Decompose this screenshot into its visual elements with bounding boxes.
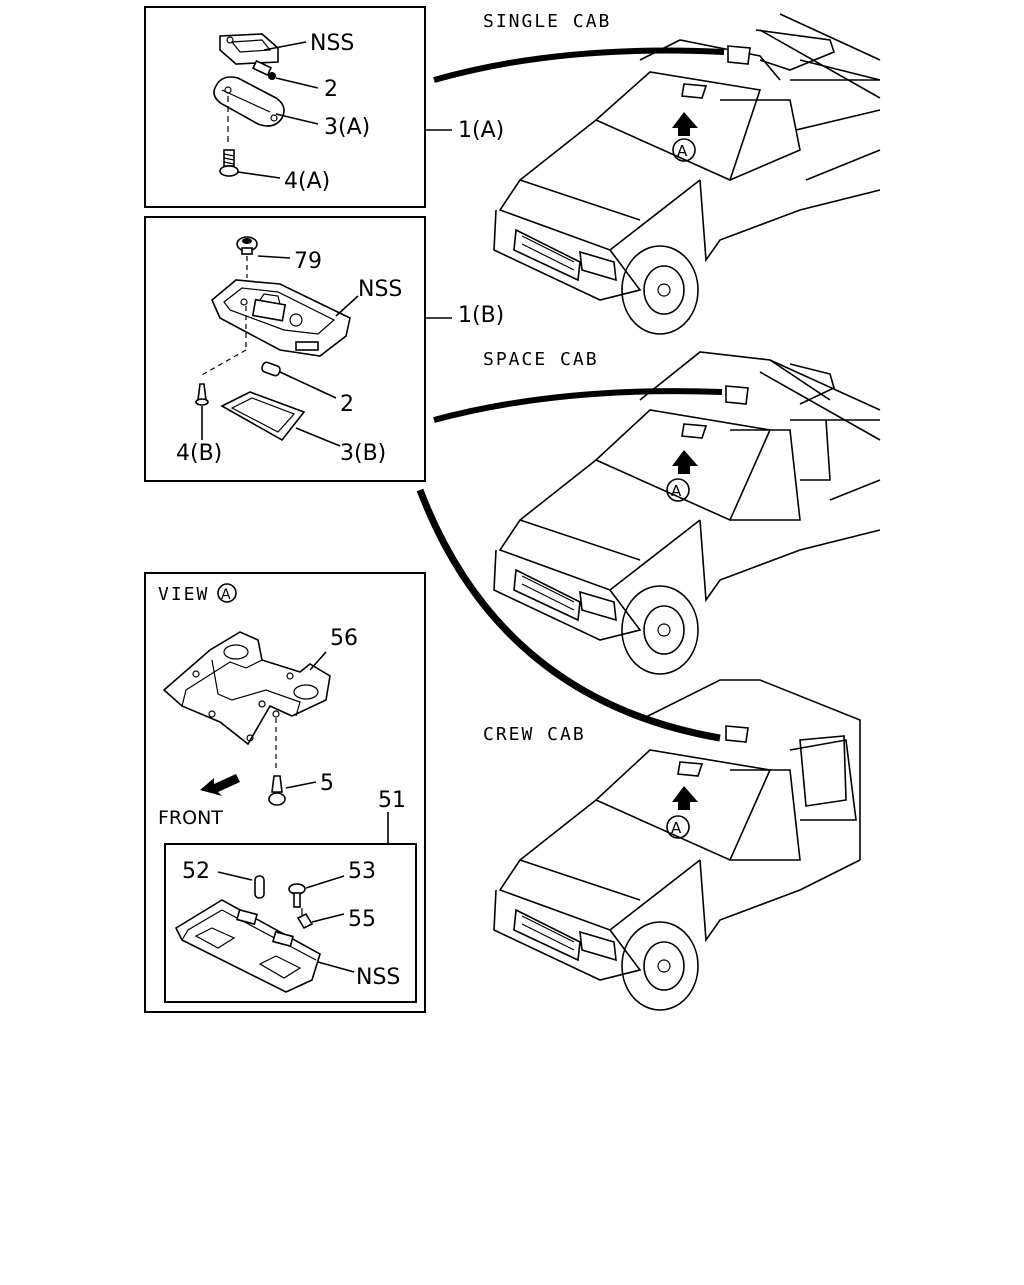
view-a-bracket	[162, 631, 331, 746]
crew-cab-lamp-marker	[725, 725, 749, 743]
view-a-lamp-housing	[174, 899, 321, 993]
view-a-label-bulb: 52	[182, 859, 210, 884]
view-a-label-nss: NSS	[356, 965, 400, 990]
panel-b-label-lens: 3(B)	[340, 441, 386, 466]
panel-b-housing	[211, 279, 351, 357]
vehicle-single-cab-body: A	[493, 13, 881, 335]
view-a-screw	[268, 775, 286, 806]
view-a-title: VIEW	[158, 584, 209, 605]
view-a-title-letter: A	[221, 587, 231, 603]
panel-a: NSS 2 3(A) 4(A) 1(A)	[144, 6, 504, 208]
panel-a-lens	[213, 76, 285, 127]
panel-b-label-assembly: 1(B)	[458, 303, 504, 328]
view-a-lamp-screw	[288, 883, 306, 908]
panel-b-label-clip: 79	[294, 249, 322, 274]
panel-b-label-screw: 4(B)	[176, 441, 222, 466]
vehicle-crew-cab-label: CREW CAB	[483, 724, 586, 745]
view-a-label-screw: 5	[320, 771, 334, 796]
panel-view-a: VIEW A 5 56 FRONT	[144, 572, 426, 1013]
view-a-inner-frame	[164, 843, 417, 1003]
space-cab-view-letter: A	[671, 482, 682, 500]
panel-a-screw	[219, 149, 239, 177]
panel-view-a-frame	[144, 572, 426, 1013]
view-a-bulb	[254, 875, 265, 899]
panel-a-frame	[144, 6, 426, 208]
vehicle-single-cab: SINGLE CAB	[483, 11, 881, 335]
view-a-clip	[296, 908, 314, 930]
panel-b-bulb	[261, 361, 281, 377]
panel-a-label-lens: 3(A)	[324, 115, 370, 140]
view-a-label-lamp-screw: 53	[348, 859, 376, 884]
vehicle-space-cab: SPACE CAB A	[483, 349, 881, 675]
panel-a-label-nss: NSS	[310, 31, 354, 56]
view-a-front-label: FRONT	[158, 807, 223, 829]
view-a-label-clip: 55	[348, 907, 376, 932]
panel-b-label-nss: NSS	[358, 277, 402, 302]
panel-a-housing	[219, 33, 279, 80]
view-a-label-bracket: 56	[330, 626, 358, 651]
vehicle-space-cab-body: A	[493, 351, 881, 675]
panel-b-frame	[144, 216, 426, 482]
panel-a-label-screw: 4(A)	[284, 169, 330, 194]
vehicle-space-cab-label: SPACE CAB	[483, 349, 599, 370]
panel-b-screw	[195, 383, 209, 406]
view-a-label-lamp-assembly: 51	[378, 788, 406, 813]
panel-b-clip	[236, 236, 258, 255]
view-a-title-circle	[217, 583, 237, 603]
single-cab-view-letter: A	[677, 142, 688, 160]
vehicle-crew-cab-body: A	[493, 679, 861, 1011]
crew-cab-view-letter: A	[671, 819, 682, 837]
panel-b-label-bulb: 2	[340, 392, 354, 417]
panel-b: 79 NSS 1(B) 2 4(B) 3(B)	[144, 216, 504, 482]
front-arrow-icon	[200, 774, 240, 796]
panel-a-label-bulb: 2	[324, 77, 338, 102]
panel-a-label-assembly: 1(A)	[458, 118, 504, 143]
vehicle-crew-cab: CREW CAB A	[483, 679, 861, 1011]
space-cab-lamp-marker	[725, 385, 749, 405]
vehicle-single-cab-label: SINGLE CAB	[483, 11, 611, 32]
callout-curves	[416, 47, 725, 742]
panel-b-lens	[220, 391, 306, 442]
single-cab-lamp-marker	[727, 45, 751, 65]
